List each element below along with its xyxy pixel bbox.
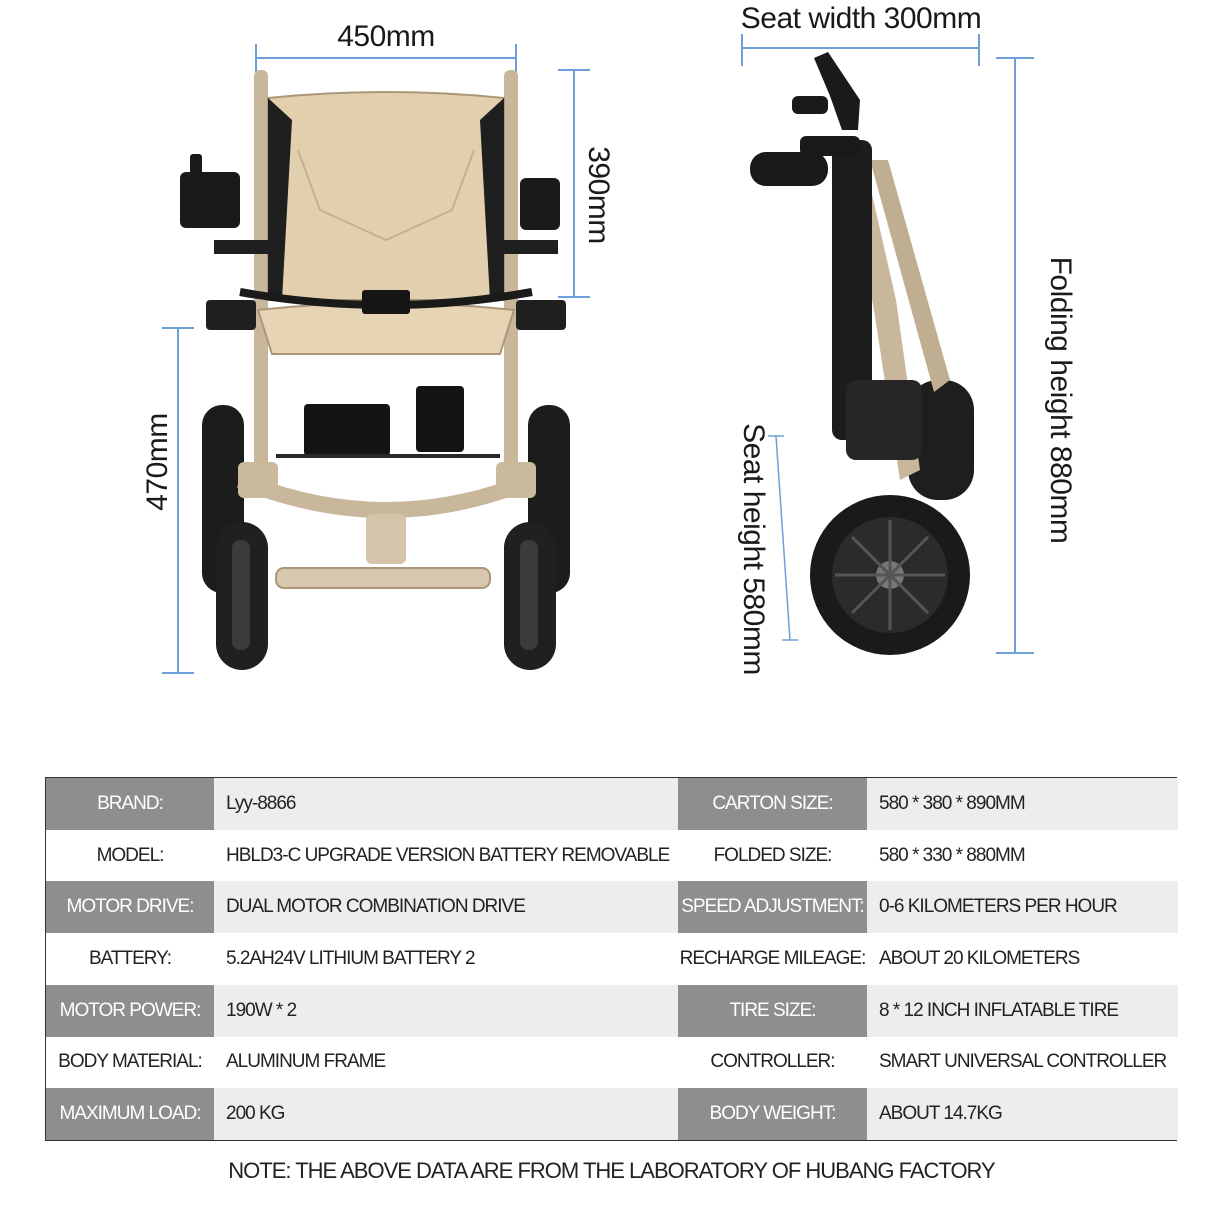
- spec-value: ALUMINUM FRAME: [214, 1036, 678, 1089]
- spec-value: 8 * 12 INCH INFLATABLE TIRE: [867, 984, 1178, 1037]
- folding-height-label: Folding height 880mm: [1044, 256, 1077, 544]
- seat-width-label: Seat width 300mm: [740, 2, 982, 35]
- spec-label: MOTOR POWER:: [46, 984, 214, 1037]
- spec-label: MAXIMUM LOAD:: [46, 1088, 214, 1140]
- spec-value: HBLD3-C UPGRADE VERSION BATTERY REMOVABL…: [214, 829, 678, 882]
- spec-value: 5.2AH24V LITHIUM BATTERY 2: [214, 933, 678, 985]
- spec-label: TIRE SIZE:: [678, 984, 867, 1037]
- front-seat-height-label: 470mm: [141, 413, 174, 511]
- spec-value: ABOUT 14.7KG: [867, 1088, 1178, 1140]
- footnote: NOTE: THE ABOVE DATA ARE FROM THE LABORA…: [228, 1158, 995, 1183]
- spec-value: 0-6 KILOMETERS PER HOUR: [867, 881, 1178, 934]
- spec-label: MODEL:: [46, 829, 214, 882]
- spec-value: 580 * 380 * 890MM: [867, 778, 1178, 830]
- spec-value: 200 KG: [214, 1088, 678, 1140]
- spec-label: MOTOR DRIVE:: [46, 881, 214, 934]
- product-illustration: [162, 34, 1034, 674]
- spec-label: BATTERY:: [46, 933, 214, 985]
- spec-value: Lyy-8866: [214, 778, 678, 830]
- front-width-label: 450mm: [337, 20, 435, 53]
- spec-label: BODY WEIGHT:: [678, 1088, 867, 1140]
- spec-value: 580 * 330 * 880MM: [867, 829, 1178, 882]
- seat-height-label: Seat height 580mm: [737, 423, 770, 675]
- specification-table: BRAND: Lyy-8866 CARTON SIZE: 580 * 380 *…: [45, 777, 1178, 1141]
- spec-value: 190W * 2: [214, 984, 678, 1037]
- spec-label: FOLDED SIZE:: [678, 829, 867, 882]
- spec-label: BODY MATERIAL:: [46, 1036, 214, 1089]
- spec-label: BRAND:: [46, 778, 214, 830]
- spec-label: CONTROLLER:: [678, 1036, 867, 1089]
- backrest-height-label: 390mm: [582, 146, 615, 244]
- front-view-wheelchair: [180, 70, 570, 670]
- dimension-lines: [162, 34, 1034, 674]
- spec-value: DUAL MOTOR COMBINATION DRIVE: [214, 881, 678, 934]
- folded-side-view-wheelchair: [750, 52, 974, 655]
- spec-value: ABOUT 20 KILOMETERS: [867, 933, 1178, 985]
- spec-value: SMART UNIVERSAL CONTROLLER: [867, 1036, 1178, 1089]
- spec-label: CARTON SIZE:: [678, 778, 867, 830]
- spec-label: RECHARGE MILEAGE:: [678, 933, 867, 985]
- spec-label: SPEED ADJUSTMENT:: [678, 881, 867, 934]
